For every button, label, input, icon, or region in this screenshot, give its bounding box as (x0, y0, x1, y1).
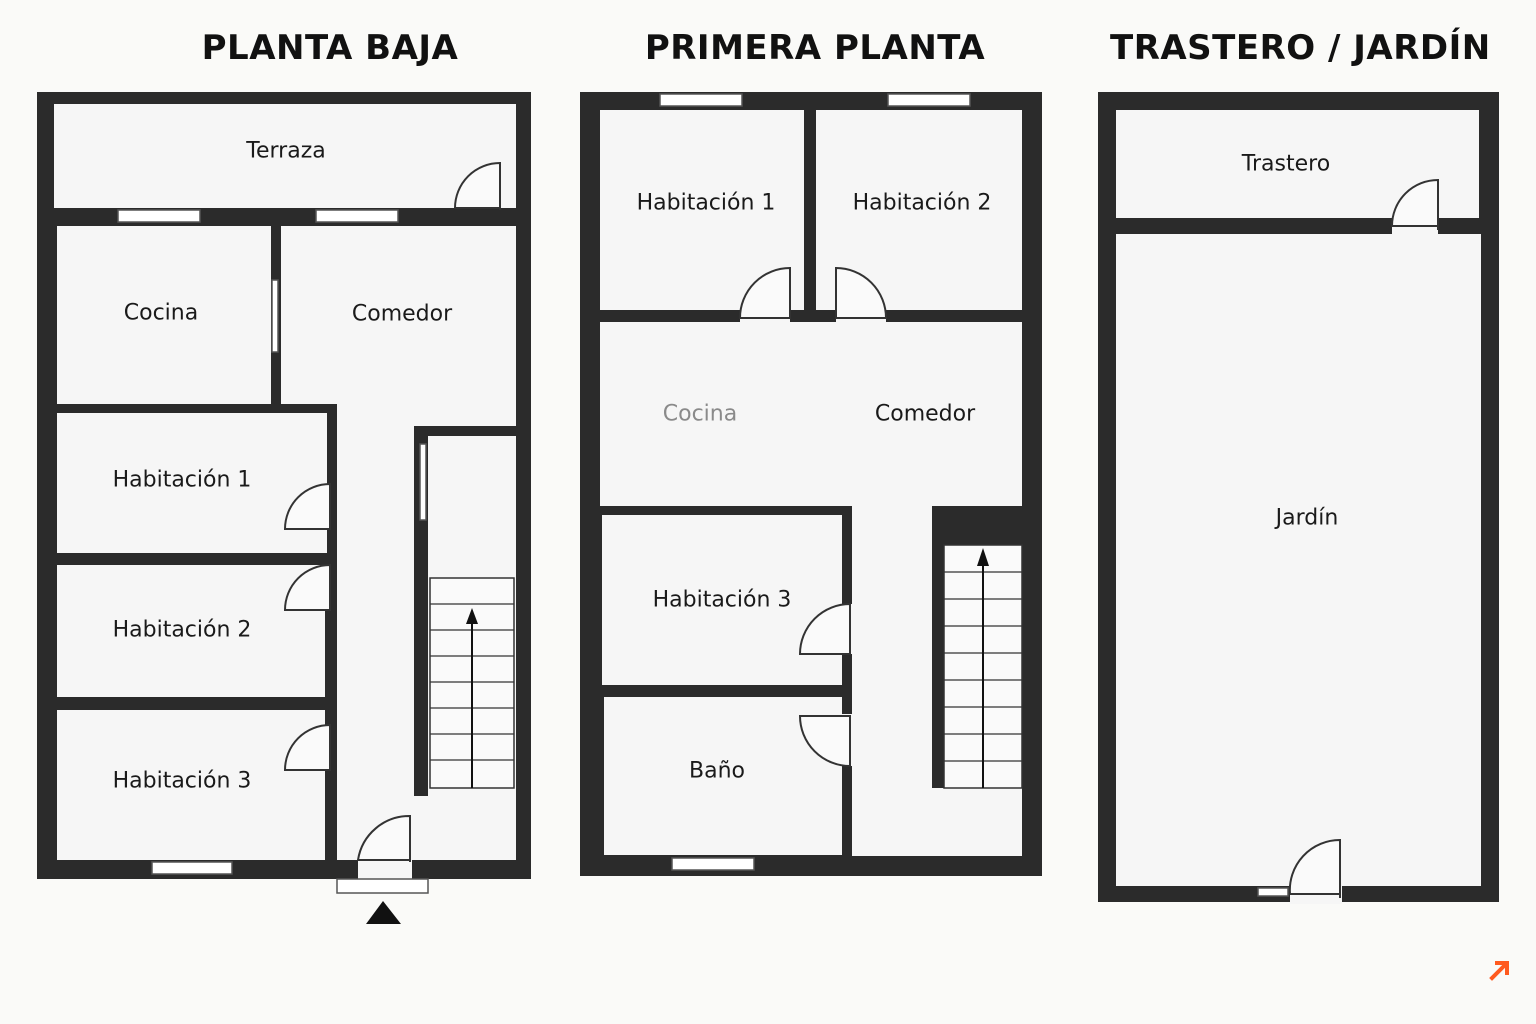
title-planta-baja: PLANTA BAJA (201, 28, 459, 68)
room-label-habitacion-1: Habitación 1 (112, 467, 252, 493)
room-label-habitacion-2: Habitación 2 (112, 617, 252, 643)
stairs-icon (943, 544, 1023, 789)
room-label-comedor: Comedor (874, 401, 976, 427)
title-primera-planta: PRIMERA PLANTA (644, 28, 986, 68)
room-label-habitacion-1: Habitación 1 (636, 190, 776, 216)
room-label-cocina: Cocina (662, 401, 738, 427)
plan-planta-baja (37, 92, 531, 924)
room-label-habitacion-2: Habitación 2 (852, 190, 992, 216)
stairs-icon (429, 577, 515, 789)
room-label-bano: Baño (689, 758, 745, 784)
plan-primera-planta (580, 92, 1042, 876)
entrance-arrow-icon (366, 901, 401, 924)
room-label-habitacion-3: Habitación 3 (652, 587, 792, 613)
room-label-habitacion-3: Habitación 3 (112, 768, 252, 794)
room-label-comedor: Comedor (351, 301, 453, 327)
room-label-terraza: Terraza (246, 138, 326, 164)
brand-arrow-icon (1489, 961, 1509, 981)
title-trastero-jardin: TRASTERO / JARDÍN (1110, 28, 1491, 68)
plan-trastero-jardin (1098, 92, 1499, 904)
room-label-jardin: Jardín (1275, 505, 1339, 531)
room-label-trastero: Trastero (1241, 151, 1331, 177)
room-label-cocina: Cocina (123, 300, 199, 326)
